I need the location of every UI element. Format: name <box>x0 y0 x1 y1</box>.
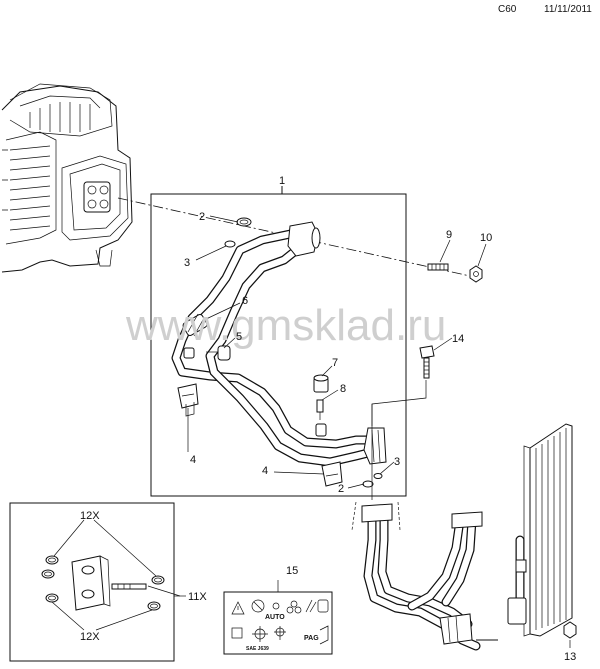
callout-5: 5 <box>236 331 242 343</box>
label-auto-text: AUTO <box>265 614 285 621</box>
callout-10: 10 <box>480 232 492 244</box>
callout-8: 8 <box>340 383 346 395</box>
callout-7: 7 <box>332 357 338 369</box>
o-ring <box>41 569 55 579</box>
hex-nut <box>469 265 483 283</box>
condenser <box>507 423 573 637</box>
label-sae-text: SAE J639 <box>246 646 269 652</box>
callout-6: 6 <box>242 295 248 307</box>
o-ring <box>147 601 161 611</box>
o-ring <box>236 217 252 227</box>
callout-4: 4 <box>262 465 268 477</box>
callout-3: 3 <box>394 456 400 468</box>
callout-2: 2 <box>199 211 205 223</box>
condenser-lines <box>351 501 483 651</box>
callout-13: 13 <box>564 651 576 663</box>
hvac-module <box>1 83 133 273</box>
label-pag-text: PAG <box>304 635 319 642</box>
callout-11x: 11X <box>188 591 207 603</box>
callout-9: 9 <box>446 229 452 241</box>
hose-clip <box>321 461 343 487</box>
o-ring <box>45 555 59 565</box>
watermark: www.gmsklad.ru <box>125 301 446 350</box>
callout-14: 14 <box>452 333 464 345</box>
callout-15: 15 <box>286 565 298 577</box>
callout-2: 2 <box>338 483 344 495</box>
o-ring <box>45 593 59 603</box>
ac-hose-assembly <box>171 221 387 467</box>
inset-frame <box>9 502 175 662</box>
callout-4: 4 <box>190 454 196 466</box>
hose-clip <box>177 383 199 417</box>
o-ring <box>224 240 236 248</box>
warning-label: AUTO PAG SAE J639 <box>223 580 333 655</box>
bolt <box>419 345 435 379</box>
diagram-date: 11/11/2011 <box>544 4 592 15</box>
callout-3: 3 <box>184 257 190 269</box>
callout-12x: 12X <box>80 631 100 643</box>
bolt-stud <box>427 263 449 271</box>
callout-1: 1 <box>279 175 285 187</box>
expansion-valve <box>71 555 147 611</box>
hex-nut <box>563 621 577 639</box>
main-assembly-frame <box>150 193 407 497</box>
o-ring <box>151 575 165 585</box>
diagram-code: C60 <box>498 4 517 15</box>
callout-12x: 12X <box>80 510 100 522</box>
